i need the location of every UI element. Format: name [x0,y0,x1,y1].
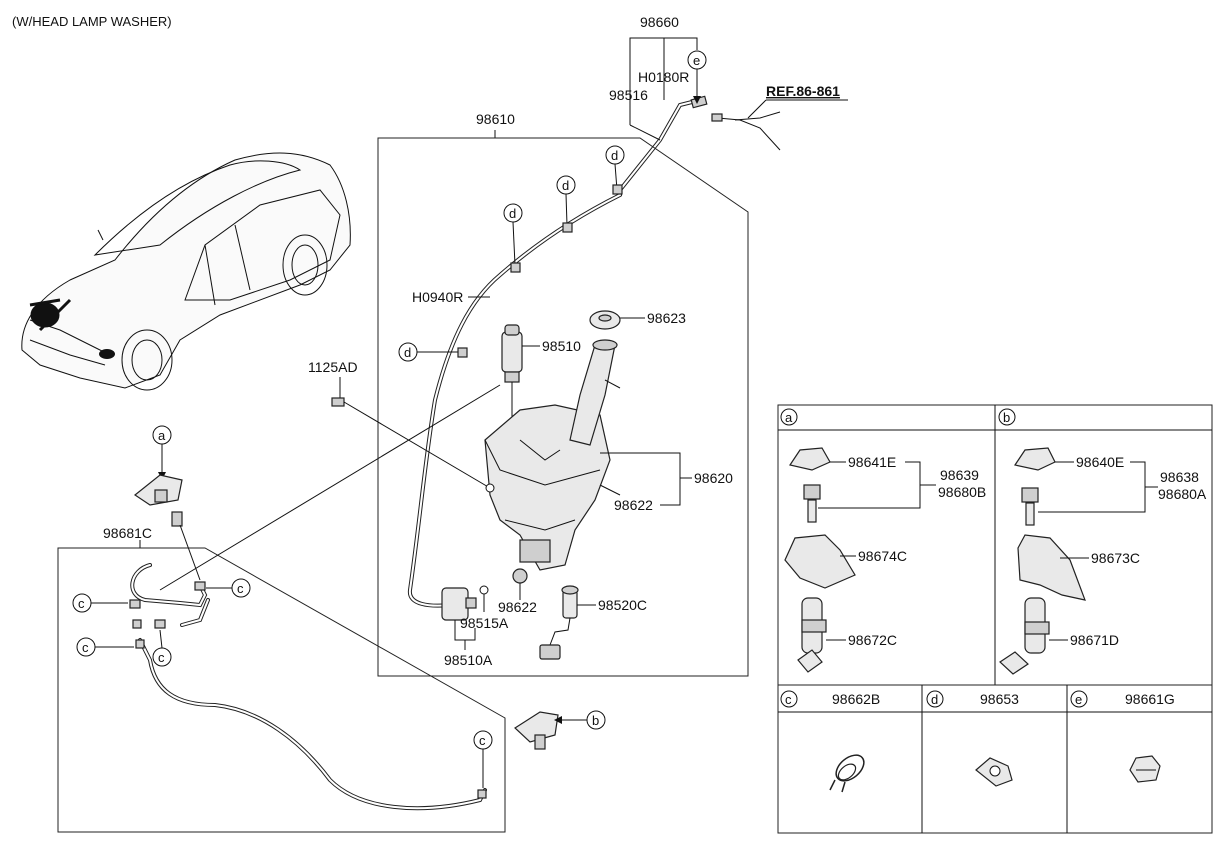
ref-link[interactable]: REF.86-861 [766,83,840,99]
label-98520c: 98520C [598,597,647,613]
panel-b-group1-label: 98638 [1160,469,1199,485]
label-98515a: 98515A [460,615,509,631]
callout-b-main-letter: b [592,713,599,728]
grommet-98622 [512,568,528,584]
panel-e: e 98661G [1070,690,1175,783]
label-98681c: 98681C [103,525,152,541]
panel-c-part-label: 98662B [832,691,880,707]
panel-b-bracket [1017,534,1086,601]
label-98620: 98620 [694,470,733,486]
callout-a-main-letter: a [158,428,166,443]
label-98510a: 98510A [444,652,493,668]
callout-d-group: d d d d [398,145,625,362]
diagram-title: (W/HEAD LAMP WASHER) [12,14,172,29]
callout-c-3: c [82,640,89,655]
label-h0180r: H0180R [638,69,689,85]
group-box-98681c [57,547,506,833]
panel-a-nozzle-label: 98672C [848,632,897,648]
panel-b-cap [1014,447,1056,471]
callout-c-group: c c c c c [72,578,493,788]
label-98610: 98610 [476,111,515,127]
pump-98510a [441,585,489,621]
panel-c-letter: c [785,692,792,707]
label-98516: 98516 [609,87,648,103]
panel-d-part-label: 98653 [980,691,1019,707]
panel-e-clip [1129,755,1161,783]
group-box-98610 [377,137,749,677]
panel-b-cap-label: 98640E [1076,454,1124,470]
panel-c-clamp [829,754,865,793]
detail-table [777,404,1213,834]
panel-b-bracket-label: 98673C [1091,550,1140,566]
label-98623: 98623 [647,310,686,326]
callout-c-4: c [158,650,165,665]
panel-a-group2-label: 98680B [938,484,986,500]
panel-d-clip [975,757,1013,787]
reservoir-tank-98620 [484,339,621,571]
label-h0940r: H0940R [412,289,463,305]
washer-nozzle-a [133,474,183,527]
panel-a-letter: a [785,410,793,425]
panel-b-nozzle-label: 98671D [1070,632,1119,648]
panel-a-valve [803,484,821,500]
washer-hose-98681c [130,563,487,811]
panel-c: c 98662B [780,690,880,793]
panel-b-letter: b [1003,410,1010,425]
panel-b: b 98640E 98638 98680A 98673C 98671D [998,408,1207,675]
callout-d-1: d [611,148,618,163]
pump-98510 [501,324,523,420]
callout-d-2: d [562,178,569,193]
panel-b-group2-label: 98680A [1158,486,1207,502]
panel-a: a 98641E 98639 98680B 98674C 98672C [780,408,986,673]
callout-d-3: d [509,206,516,221]
panel-e-part-label: 98661G [1125,691,1175,707]
bolt-1125ad [331,397,345,407]
panel-a-group1-label: 98639 [940,467,979,483]
label-98660: 98660 [640,14,679,30]
level-sensor-98520c [539,585,579,660]
callout-c-2: c [237,581,244,596]
label-98622-top: 98622 [614,497,653,513]
callout-c-1: c [78,596,85,611]
panel-a-bracket-label: 98674C [858,548,907,564]
callout-e-top-letter: e [693,53,700,68]
panel-d-letter: d [931,692,938,707]
panel-a-cap-label: 98641E [848,454,896,470]
panel-e-letter: e [1075,692,1082,707]
callout-d-4: d [404,345,411,360]
panel-a-bracket [784,534,856,589]
callout-c-5: c [479,733,486,748]
washer-nozzle-b [514,711,559,750]
label-98510: 98510 [542,338,581,354]
panel-a-cap [789,447,831,471]
panel-b-valve [1021,487,1039,503]
panel-d: d 98653 [926,690,1019,787]
car-illustration [21,152,351,391]
label-1125ad: 1125AD [308,359,358,375]
label-98622-bottom: 98622 [498,599,537,615]
